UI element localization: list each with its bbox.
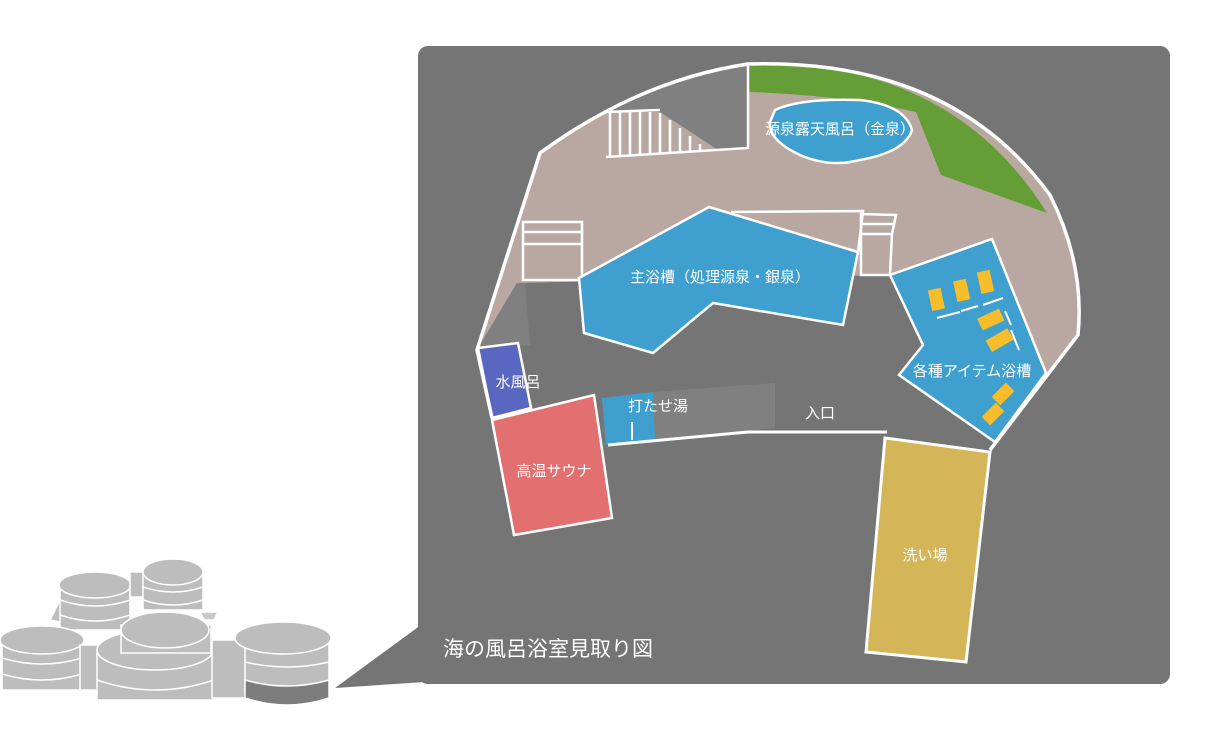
sauna <box>490 393 614 537</box>
map-title: 海の風呂浴室見取り図 <box>443 637 653 661</box>
building-illustration <box>0 558 332 706</box>
corridor <box>477 283 530 350</box>
steps-left <box>521 220 584 282</box>
garden <box>748 63 1047 213</box>
callout-tail <box>335 622 425 688</box>
utase-corridor <box>653 383 775 440</box>
utase-label: 打たせ湯 <box>628 397 688 415</box>
stairs-top <box>605 66 750 159</box>
utase-bath <box>602 392 655 445</box>
item-bath-dividers <box>936 297 1020 351</box>
item-bath-label: 各種アイテム浴槽 <box>913 362 1032 380</box>
outer-wall <box>475 62 1081 452</box>
cold-bath-label: 水風呂 <box>495 373 540 391</box>
main-bath <box>577 205 860 355</box>
stair-landing <box>606 66 748 150</box>
entrance-wall <box>607 430 887 447</box>
steps-right <box>730 209 898 277</box>
entrance-label: 入口 <box>805 404 835 422</box>
item-bath-seats <box>927 269 1015 426</box>
open-air-bath <box>768 98 914 165</box>
sauna-label: 高温サウナ <box>516 462 591 480</box>
open-air-bath-label: 源泉露天風呂（金泉） <box>765 120 915 138</box>
washing-area-label: 洗い場 <box>902 546 947 564</box>
washing-area <box>864 436 992 664</box>
main-bath-label: 主浴槽（処理源泉・銀泉） <box>630 268 810 286</box>
